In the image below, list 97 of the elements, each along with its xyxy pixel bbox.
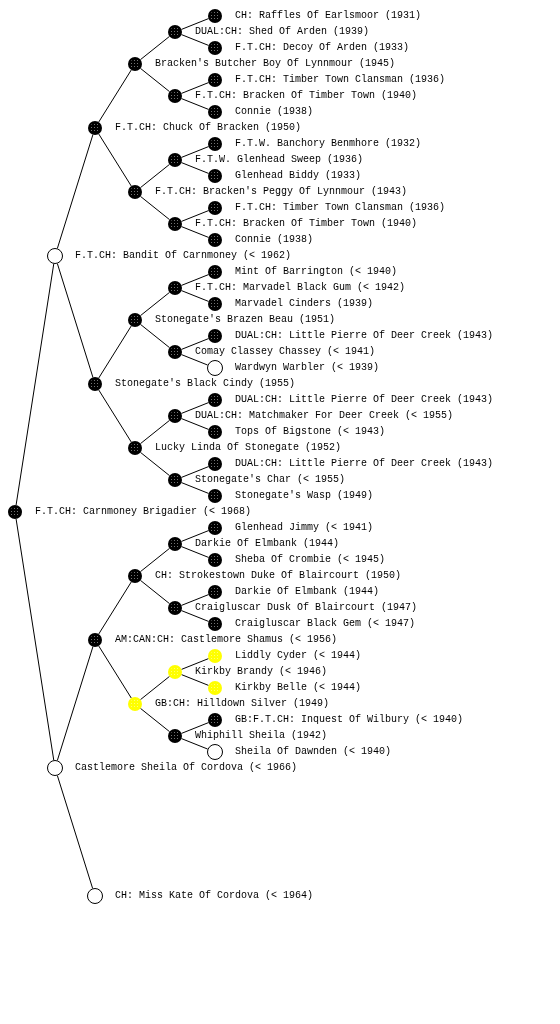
connector-line <box>15 518 55 761</box>
dog-name: Tops Of Bigstone (< 1943) <box>235 426 386 438</box>
connector-line <box>181 674 209 686</box>
connector-line <box>98 325 132 379</box>
connector-line <box>56 646 94 761</box>
connector-line <box>181 290 209 302</box>
dog-name: CH: Raffles Of Earlsmoor (1931) <box>235 10 422 22</box>
dog-name: F.T.CH: Timber Town Clansman (1936) <box>235 74 446 86</box>
dog-name: Craigluscar Black Gem (< 1947) <box>235 618 416 630</box>
connector-line <box>181 274 209 286</box>
connector-line <box>139 419 171 445</box>
dog-name: F.T.W. Banchory Benmhore (1932) <box>235 138 422 150</box>
dog-name: Connie (1938) <box>235 234 313 246</box>
connector-line <box>181 466 209 478</box>
connector-line <box>98 69 132 123</box>
dog-name: F.T.CH: Chuck Of Bracken (1950) <box>115 122 302 134</box>
dog-name: Liddly Cyder (< 1944) <box>235 650 362 662</box>
dog-name: CH: Strokestown Duke Of Blaircourt (1950) <box>155 570 402 582</box>
connector-line <box>181 98 209 110</box>
dog-name: Sheila Of Dawnden (< 1940) <box>235 746 392 758</box>
dog-name: Darkie Of Elmbank (1944) <box>195 538 340 550</box>
connector-line <box>56 263 94 378</box>
connector-line <box>181 482 209 494</box>
connector-line <box>181 82 209 94</box>
dog-name: F.T.CH: Carnmoney Brigadier (< 1968) <box>35 506 252 518</box>
connector-line <box>139 163 171 189</box>
dog-name: F.T.CH: Bandit Of Carnmoney (< 1962) <box>75 250 292 262</box>
dog-name: F.T.CH: Bracken Of Timber Town (1940) <box>195 218 418 230</box>
dog-name: CH: Miss Kate Of Cordova (< 1964) <box>115 890 314 902</box>
dog-name: Stonegate's Wasp (1949) <box>235 490 374 502</box>
connector-line <box>181 594 209 606</box>
dog-name: F.T.CH: Bracken Of Timber Town (1940) <box>195 90 418 102</box>
dog-name: Castlemore Sheila Of Cordova (< 1966) <box>75 762 298 774</box>
dog-name: Wardwyn Warbler (< 1939) <box>235 362 380 374</box>
dog-name: Lucky Linda Of Stonegate (1952) <box>155 442 342 454</box>
connector-line <box>181 34 209 46</box>
dog-name: Connie (1938) <box>235 106 313 118</box>
connector-line <box>181 722 209 734</box>
dog-name: Marvadel Cinders (1939) <box>235 298 374 310</box>
connector-line <box>181 354 209 366</box>
connector-line <box>181 338 209 350</box>
connector-line <box>139 547 171 573</box>
dog-name: Darkie Of Elmbank (1944) <box>235 586 380 598</box>
dog-name: Glenhead Biddy (1933) <box>235 170 362 182</box>
dog-name: Stonegate's Black Cindy (1955) <box>115 378 296 390</box>
connector-line <box>181 146 209 158</box>
connector-line <box>139 451 171 477</box>
connector-line <box>56 775 94 889</box>
connector-line <box>139 707 171 733</box>
connector-line <box>139 579 171 605</box>
dog-name: Comay Classey Chassey (< 1941) <box>195 346 376 358</box>
dog-name: Stonegate's Brazen Beau (1951) <box>155 314 336 326</box>
dog-name: Craigluscar Dusk Of Blaircourt (1947) <box>195 602 418 614</box>
dog-name: DUAL:CH: Little Pierre Of Deer Creek (1943) <box>235 458 494 470</box>
dog-name: Bracken's Butcher Boy Of Lynnmour (1945) <box>155 58 396 70</box>
dog-name: DUAL:CH: Little Pierre Of Deer Creek (1943) <box>235 394 494 406</box>
connector-line <box>139 291 171 317</box>
connector-line <box>139 195 171 221</box>
connector-line <box>98 133 132 187</box>
connector-line <box>15 263 55 506</box>
connector-line <box>181 658 209 670</box>
connector-line <box>139 67 171 93</box>
connector-line <box>139 323 171 349</box>
connector-line <box>98 389 132 443</box>
dog-name: F.T.CH: Timber Town Clansman (1936) <box>235 202 446 214</box>
dog-name: DUAL:CH: Matchmaker For Deer Creek (< 1955) <box>195 410 454 422</box>
connector-line <box>139 675 171 701</box>
dog-name: DUAL:CH: Little Pierre Of Deer Creek (1943) <box>235 330 494 342</box>
dog-name: AM:CAN:CH: Castlemore Shamus (< 1956) <box>115 634 338 646</box>
connector-line <box>56 134 94 249</box>
dog-name: DUAL:CH: Shed Of Arden (1939) <box>195 26 370 38</box>
connector-line <box>181 418 209 430</box>
connector-line <box>98 645 132 699</box>
connector-line <box>139 35 171 61</box>
dog-name: F.T.CH: Bracken's Peggy Of Lynnmour (1943) <box>155 186 408 198</box>
connector-line <box>181 738 209 750</box>
dog-name: Whiphill Sheila (1942) <box>195 730 328 742</box>
dog-name: F.T.CH: Decoy Of Arden (1933) <box>235 42 410 54</box>
dog-name: GB:CH: Hilldown Silver (1949) <box>155 698 330 710</box>
dog-name: Stonegate's Char (< 1955) <box>195 474 346 486</box>
dog-name: Kirkby Brandy (< 1946) <box>195 666 328 678</box>
dog-name: Mint Of Barrington (< 1940) <box>235 266 398 278</box>
dog-name: F.T.CH: Marvadel Black Gum (< 1942) <box>195 282 406 294</box>
connector-line <box>181 162 209 174</box>
connector-line <box>181 226 209 238</box>
dog-name: Glenhead Jimmy (< 1941) <box>235 522 374 534</box>
connector-line <box>181 546 209 558</box>
connector-line <box>181 530 209 542</box>
dog-name: Kirkby Belle (< 1944) <box>235 682 362 694</box>
dog-name: Sheba Of Crombie (< 1945) <box>235 554 386 566</box>
connector-line <box>181 610 209 622</box>
dog-name: GB:F.T.CH: Inquest Of Wilbury (< 1940) <box>235 714 464 726</box>
connector-line <box>181 210 209 222</box>
connector-line <box>181 402 209 414</box>
connector-line <box>98 581 132 635</box>
connector-line <box>181 18 209 30</box>
dog-name: F.T.W. Glenhead Sweep (1936) <box>195 154 364 166</box>
